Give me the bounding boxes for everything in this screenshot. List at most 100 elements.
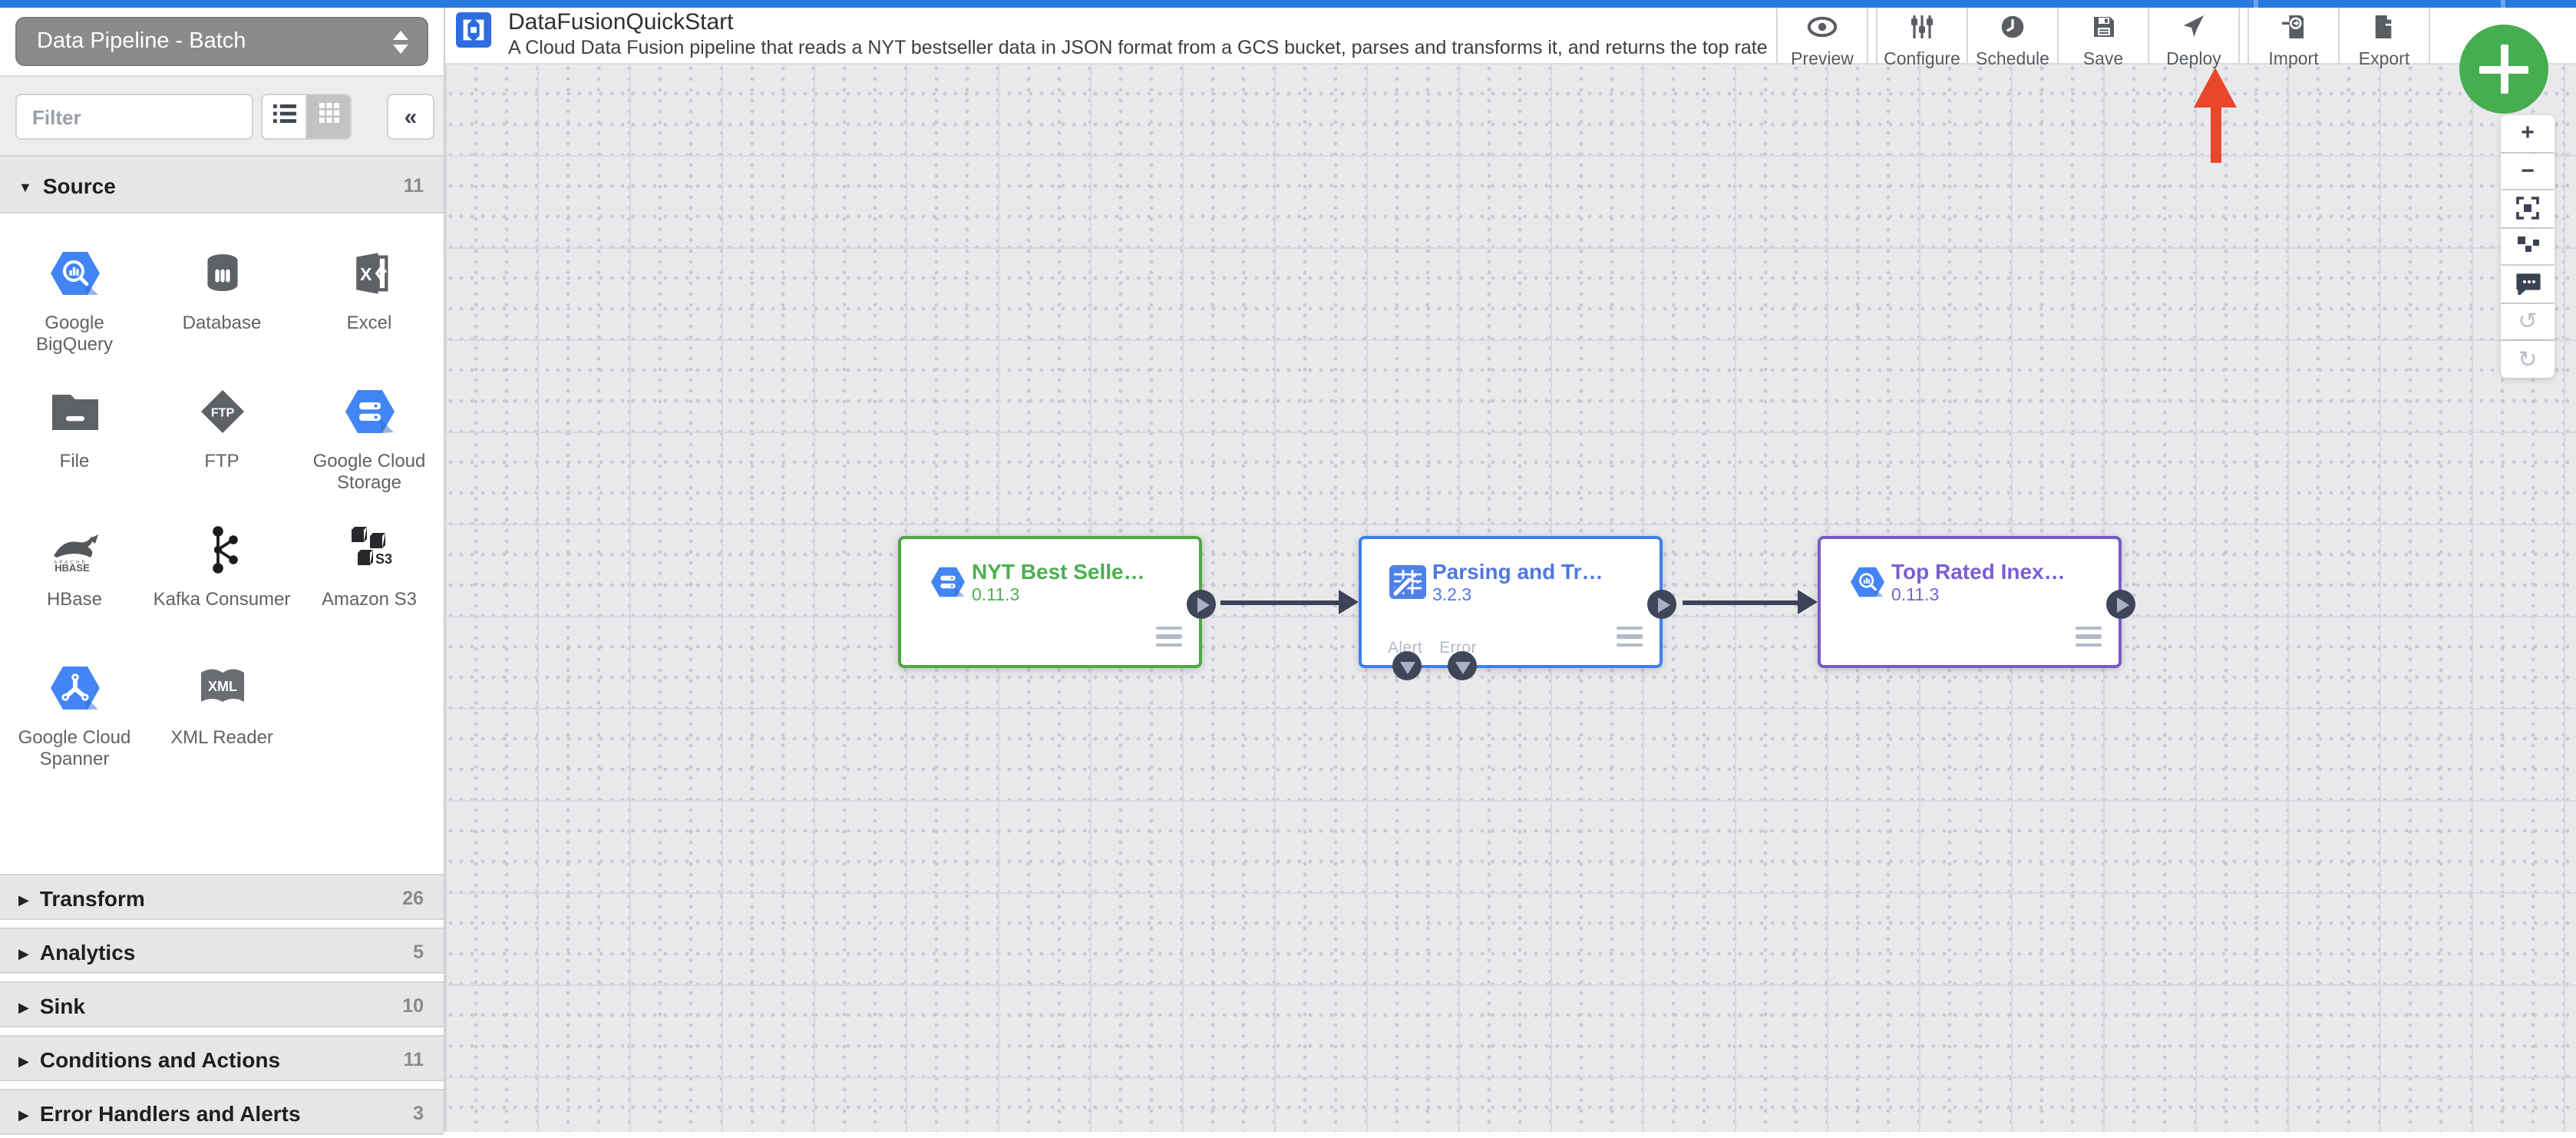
output-port[interactable] <box>1187 590 1216 619</box>
arrow-head <box>2194 68 2237 108</box>
updown-arrows-icon <box>393 30 408 53</box>
source-plugin-grid: Google BigQuery Database X Excel File FT… <box>0 213 444 868</box>
bigquery-icon <box>47 247 102 299</box>
chevron-right-icon: ▶ <box>18 1054 29 1069</box>
toolbar-label: Configure <box>1884 51 1960 69</box>
topbar-divider <box>2254 0 2258 8</box>
svg-text:FTP: FTP <box>210 406 234 420</box>
plugin-label: Excel <box>346 312 392 333</box>
plugin-label: XML Reader <box>170 726 273 748</box>
pipeline-canvas[interactable]: NYT Best Selle… 0.11.3 Parsing and Tr… 3… <box>445 63 2576 1132</box>
error-port[interactable] <box>1448 651 1477 680</box>
undo-button[interactable]: ↺ <box>2501 303 2555 339</box>
grid-view-button[interactable] <box>305 94 352 140</box>
plugin-label: FTP <box>204 450 239 471</box>
plugin-google-cloud-spanner[interactable]: Google Cloud Spanner <box>1 650 148 788</box>
node-nyt-best-sellers[interactable]: NYT Best Selle… 0.11.3 <box>898 536 1216 668</box>
plugin-label: File <box>59 450 90 471</box>
node-version: 0.11.3 <box>1891 587 1940 605</box>
plugin-label: Amazon S3 <box>321 588 418 610</box>
section-count: 3 <box>413 1103 424 1124</box>
plugin-database[interactable]: Database <box>148 235 296 373</box>
svg-text:APACHE: APACHE <box>53 560 87 565</box>
pipeline-toolbar: Preview Configure Schedule Save Deploy <box>1776 8 2430 69</box>
section-count: 11 <box>403 175 424 197</box>
chevron-right-icon: ▶ <box>18 892 29 908</box>
sidebar-filter-bar: « <box>0 77 444 155</box>
section-label: Sink <box>39 994 85 1018</box>
plugin-amazon-s3[interactable]: S3 Amazon S3 <box>296 511 443 650</box>
deploy-annotation-arrow <box>2194 68 2237 163</box>
node-title: NYT Best Selle… <box>972 559 1145 584</box>
output-port[interactable] <box>1647 590 1676 619</box>
pipeline-type-value: Data Pipeline - Batch <box>37 29 246 54</box>
pipeline-type-bar: Data Pipeline - Batch <box>0 8 444 77</box>
save-button[interactable]: Save <box>2059 8 2148 69</box>
wrangler-icon <box>1389 565 1426 607</box>
configure-button[interactable]: Configure <box>1878 8 1967 69</box>
collapse-panel-icon: « <box>404 104 418 130</box>
plugin-label: HBase <box>46 588 103 610</box>
undo-icon: ↺ <box>2518 309 2538 336</box>
svg-text:HBASE: HBASE <box>54 562 89 574</box>
topbar-divider <box>2501 0 2505 8</box>
add-plugin-button[interactable] <box>2459 25 2548 114</box>
node-version: 3.2.3 <box>1432 587 1472 605</box>
chevron-down-icon: ▼ <box>18 180 32 195</box>
schedule-button[interactable]: Schedule <box>1968 8 2057 69</box>
sliders-icon <box>1910 15 1934 46</box>
node-menu-icon[interactable] <box>1156 626 1182 651</box>
connection-source-to-transform[interactable] <box>1220 600 1340 604</box>
auto-align-button[interactable] <box>2501 228 2555 264</box>
node-menu-icon[interactable] <box>1617 626 1643 651</box>
section-sink[interactable]: ▶Sink 10 <box>0 981 444 1027</box>
section-error-handlers-and-alerts[interactable]: ▶Error Handlers and Alerts 3 <box>0 1089 444 1135</box>
export-file-icon <box>2372 15 2397 46</box>
import-button[interactable]: Import <box>2249 8 2338 69</box>
plugin-sidebar: Data Pipeline - Batch « ▼Source 11 <box>0 8 445 1135</box>
plugin-kafka-consumer[interactable]: Kafka Consumer <box>148 511 296 650</box>
toolbar-divider <box>2238 8 2249 63</box>
preview-button[interactable]: Preview <box>1778 8 1867 69</box>
toolbar-divider <box>1967 8 1968 63</box>
plugin-excel[interactable]: X Excel <box>296 235 443 373</box>
section-label: Transform <box>39 886 145 911</box>
comment-button[interactable] <box>2501 266 2555 302</box>
deploy-button[interactable]: Deploy <box>2149 8 2238 69</box>
filter-input[interactable] <box>15 94 253 140</box>
bigquery-icon <box>1848 565 1887 607</box>
node-menu-icon[interactable] <box>2076 626 2102 651</box>
output-port[interactable] <box>2106 590 2135 619</box>
redo-button[interactable]: ↻ <box>2501 341 2555 377</box>
save-icon <box>2092 15 2115 46</box>
plugin-xml-reader[interactable]: XML XML Reader <box>148 650 296 788</box>
section-conditions-and-actions[interactable]: ▶Conditions and Actions 11 <box>0 1035 444 1081</box>
node-top-rated-inexpensive[interactable]: Top Rated Inex… 0.11.3 <box>1818 536 2135 668</box>
fit-to-screen-icon <box>2516 197 2539 220</box>
section-analytics[interactable]: ▶Analytics 5 <box>0 928 444 974</box>
plugin-label: Google Cloud Spanner <box>18 726 131 770</box>
plugin-google-bigquery[interactable]: Google BigQuery <box>1 235 148 373</box>
toolbar-divider <box>2148 8 2149 63</box>
export-button[interactable]: Export <box>2340 8 2429 69</box>
list-view-button[interactable] <box>261 94 305 140</box>
chevron-right-icon: ▶ <box>18 946 29 961</box>
pipeline-title: DataFusionQuickStart <box>508 9 734 35</box>
fit-to-screen-button[interactable] <box>2501 190 2555 227</box>
pipeline-type-select[interactable]: Data Pipeline - Batch <box>15 17 428 66</box>
plugin-ftp[interactable]: FTP FTP <box>148 373 296 511</box>
section-transform[interactable]: ▶Transform 26 <box>0 874 444 920</box>
section-source[interactable]: ▼Source 11 <box>0 155 444 213</box>
toolbar-label: Preview <box>1791 51 1854 69</box>
pipeline-description: A Cloud Data Fusion pipeline that reads … <box>508 37 1767 58</box>
zoom-out-button[interactable]: − <box>2501 153 2555 189</box>
canvas-controls: + − ↺ ↻ <box>2501 115 2555 377</box>
collapse-panel-button[interactable]: « <box>387 94 434 140</box>
plugin-google-cloud-storage[interactable]: Google Cloud Storage <box>296 373 443 511</box>
connection-transform-to-sink[interactable] <box>1683 600 1799 604</box>
plugin-file[interactable]: File <box>1 373 148 511</box>
zoom-in-button[interactable]: + <box>2501 115 2555 151</box>
alert-port[interactable] <box>1392 651 1422 680</box>
